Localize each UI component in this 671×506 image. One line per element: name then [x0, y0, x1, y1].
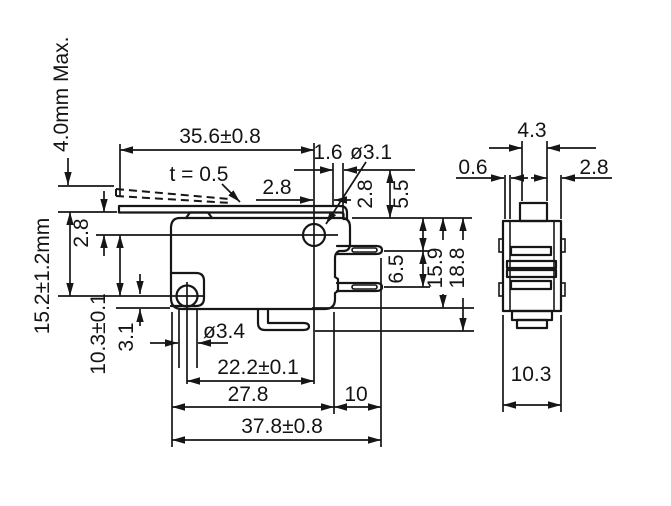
side-bottom-boss-step	[515, 318, 549, 330]
dim-case-top-to-terminal: 5.5	[390, 179, 427, 251]
dim-hole-bottom-diameter-label: ø3.4	[203, 320, 245, 343]
dim-lever-free-height-label: 15.2±1.2mm	[31, 218, 54, 335]
dim-case-depth: 10.3	[502, 315, 562, 412]
dim-case-width: 27.8	[172, 383, 334, 411]
side-tab	[498, 238, 504, 253]
dim-overall-height-label: 18.8	[446, 248, 469, 289]
dim-terminal-length: 10	[334, 383, 381, 411]
dim-lever-to-hole-center: 2.8	[70, 191, 108, 256]
side-terminal-blade	[505, 259, 558, 270]
side-plunger	[518, 201, 549, 223]
dim-lever-thickness-label: t = 0.5	[170, 163, 229, 186]
side-view	[498, 201, 566, 330]
mounting-ear	[169, 271, 206, 308]
dim-hole-spacing-vertical: 10.3±0.1	[87, 235, 124, 375]
dim-plunger-width-label: 4.3	[517, 119, 546, 142]
dim-hole-center-to-bottom-label: 3.1	[115, 322, 138, 351]
dim-hole-offset-h: 2.8	[256, 176, 351, 204]
dim-hole-spacing-horizontal: 22.2±0.1	[187, 356, 314, 385]
side-body	[501, 219, 563, 313]
dim-hole-spacing-horizontal-label: 22.2±0.1	[217, 356, 299, 379]
dim-case-height: 15.9	[424, 218, 447, 308]
dim-hole-bottom-diameter: ø3.4	[150, 309, 245, 368]
terminal-middle	[335, 281, 384, 293]
dim-plunger-width: 4.3	[489, 119, 596, 201]
side-tab	[560, 282, 566, 297]
dim-terminal-spacing: 6.5	[385, 251, 427, 287]
dim-plunger-to-edge: 2.8	[531, 156, 612, 182]
dim-lever-travel-max-label: 4.0mm Max.	[50, 36, 73, 152]
dim-overall-width-label: 37.8±0.8	[241, 415, 323, 438]
dim-lever-travel-max: 4.0mm Max.	[50, 36, 114, 187]
lever-free-position	[115, 188, 232, 204]
dim-terminal-length-label: 10	[344, 383, 367, 406]
dim-rib-width-label: 0.6	[458, 156, 487, 179]
dim-hole-center-to-bottom: 3.1	[115, 274, 170, 352]
dim-case-depth-label: 10.3	[511, 363, 552, 386]
side-terminal-blade	[509, 245, 553, 257]
dim-case-height-label: 15.9	[424, 248, 447, 289]
switch-body	[169, 216, 352, 311]
side-bottom-boss	[510, 309, 554, 322]
dim-hole-spacing-vertical-label: 10.3±0.1	[87, 293, 110, 375]
dim-lever-free-height: 15.2±1.2mm	[31, 211, 117, 335]
side-tab	[498, 282, 504, 297]
front-view-dimensions: 4.0mm Max. 15.2±1.2mm 2.8 10.3±0.1 3.1	[31, 36, 474, 447]
side-view-dimensions: 4.3 0.6 2.8 10.3	[456, 119, 612, 412]
dim-hole-offset-h-label: 2.8	[262, 176, 291, 199]
dim-hole-top-diameter-label: ø3.1	[350, 141, 392, 164]
dim-lever-thickness: t = 0.5	[170, 163, 241, 203]
dim-lever-length: 35.6±0.8	[119, 125, 314, 196]
terminal-bottom	[256, 307, 311, 332]
dim-case-width-label: 27.8	[228, 383, 269, 406]
terminal-upper	[335, 244, 384, 256]
dim-tab-offset: 1.6	[294, 141, 415, 218]
dim-plunger-free-height-label: 2.8	[354, 179, 377, 208]
dim-lever-to-hole-center-label: 2.8	[70, 218, 93, 247]
side-tab	[560, 238, 566, 253]
dim-case-top-to-terminal-label: 5.5	[390, 179, 413, 208]
dim-overall-height: 18.8	[446, 218, 469, 331]
dim-plunger-free-height: 2.8	[354, 170, 394, 218]
dim-terminal-spacing-label: 6.5	[385, 254, 408, 283]
dim-rib-width: 0.6	[456, 156, 562, 219]
dim-plunger-to-edge-label: 2.8	[579, 156, 608, 179]
dim-tab-offset-label: 1.6	[313, 141, 342, 164]
dim-hole-top-diameter: ø3.1	[325, 141, 392, 225]
dim-overall-width: 37.8±0.8	[172, 415, 381, 444]
side-terminal-blade	[509, 279, 553, 291]
side-terminal-blade	[505, 268, 558, 279]
dim-lever-length-label: 35.6±0.8	[179, 125, 261, 148]
